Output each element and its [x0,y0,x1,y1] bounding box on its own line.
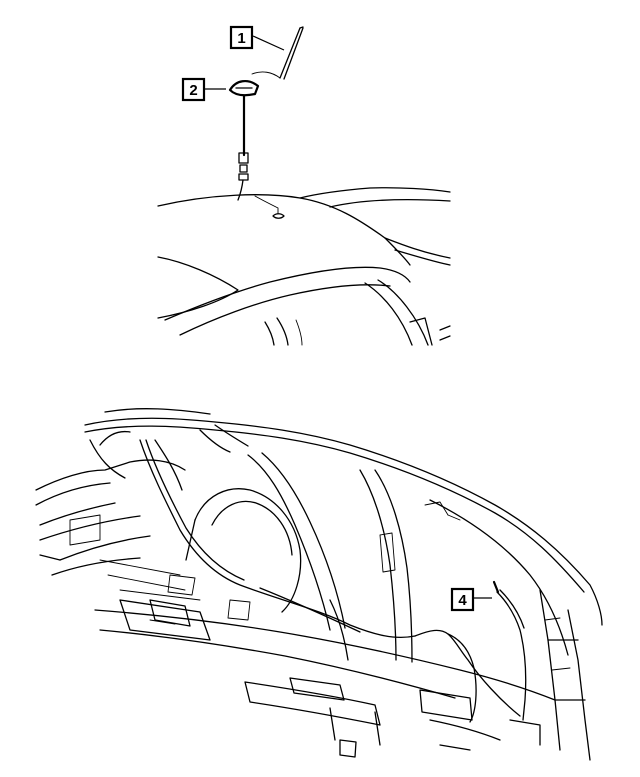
callout-1-label: 1 [237,30,245,47]
antenna-mast [251,26,304,80]
callout-2-label: 2 [189,82,197,99]
callout-2: 2 [181,77,226,102]
callout-1: 1 [229,25,285,51]
callout-3: 4 [450,587,492,612]
roof-illustration [157,187,451,346]
callout-3-label: 4 [458,592,467,609]
body-interior-illustration [35,408,603,761]
antenna-base [228,80,260,201]
